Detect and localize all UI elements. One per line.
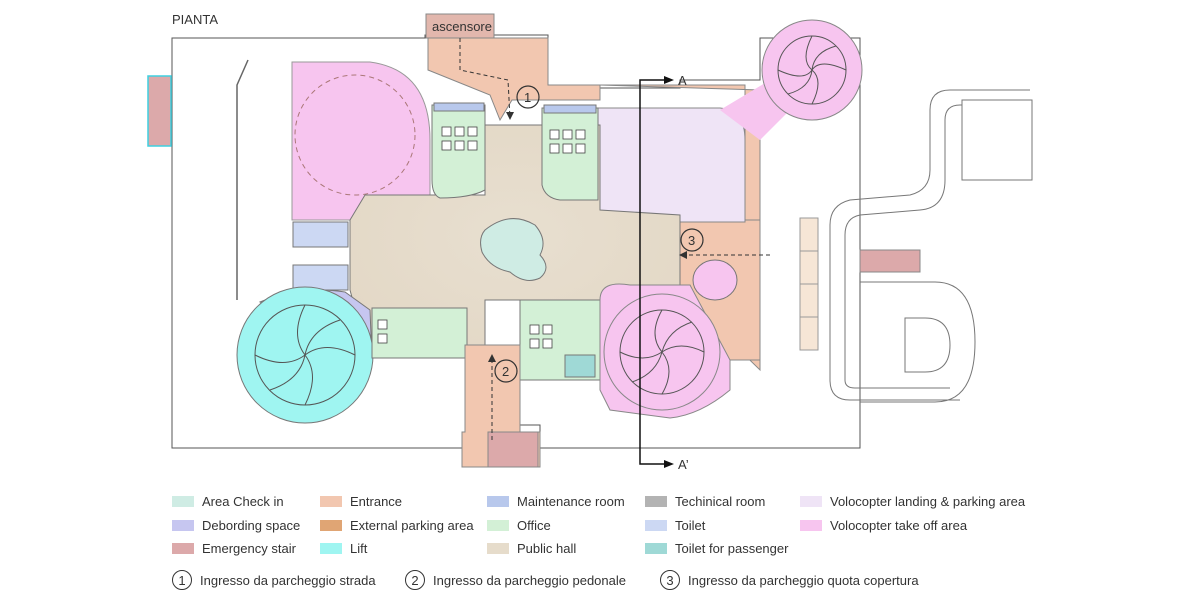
legend-label: Toilet for passenger — [675, 540, 789, 556]
legend-item: External parking area — [320, 517, 474, 533]
pool-island — [480, 218, 547, 281]
maintenance-room-top-left — [433, 102, 485, 112]
d-shape-parking — [860, 281, 976, 403]
legend-swatch — [320, 542, 342, 554]
legend-label: Techinical room — [675, 493, 766, 509]
office-bottom-left — [371, 307, 468, 359]
elevator-label: ascensore — [432, 19, 492, 34]
ingresso-item: 2 Ingresso da parcheggio pedonale — [405, 568, 626, 592]
office-top-right — [541, 107, 599, 201]
rotor-top-right — [777, 35, 847, 105]
ingresso-item: 3 Ingresso da parcheggio quota copertura — [660, 568, 919, 592]
legend-swatch — [487, 519, 509, 531]
legend-label: Volocopter landing & parking area — [830, 493, 1026, 509]
legend-label: Debording space — [202, 517, 301, 533]
ingresso-number: 3 — [660, 570, 680, 590]
legend-swatch — [645, 495, 667, 507]
office-top-left — [431, 104, 486, 199]
parking-stalls-right — [799, 217, 819, 351]
legend-label: Maintenance room — [517, 493, 625, 509]
parking-box-right — [961, 99, 1033, 181]
legend-label: Toilet — [675, 517, 706, 533]
ingresso-item: 1 Ingresso da parcheggio strada — [172, 568, 376, 592]
d-shape-inner — [904, 317, 951, 373]
entrance-corridor-top — [427, 37, 601, 122]
red-strip-right — [859, 249, 921, 273]
ingresso-label: Ingresso da parcheggio pedonale — [433, 572, 626, 588]
marker-3-text: 3 — [688, 233, 695, 248]
landing-parking-area — [597, 107, 746, 223]
section-arrow-bottom — [664, 460, 674, 468]
legend-item: Maintenance room — [487, 493, 625, 509]
marker-2-text: 2 — [502, 364, 509, 379]
takeoff-area-top-left — [291, 61, 431, 221]
section-label-top: A — [678, 73, 687, 88]
legend-item: Debording space — [172, 517, 300, 533]
road-right-inner — [844, 104, 1030, 389]
legend-item: Techinical room — [645, 493, 765, 509]
ingresso-number: 1 — [172, 570, 192, 590]
desks-bottom — [377, 319, 553, 349]
legend-swatch — [645, 519, 667, 531]
rotor-bottom-right — [619, 309, 705, 395]
legend-item: Public hall — [487, 540, 576, 556]
toilet-passenger-bottom — [564, 354, 596, 378]
legend-item: Lift — [320, 540, 367, 556]
legend-label: External parking area — [350, 517, 474, 533]
toilet-left-top — [292, 221, 349, 248]
route-arrowhead-1 — [506, 112, 514, 120]
legend-item: Office — [487, 517, 551, 533]
legend-item: Area Check in — [172, 493, 284, 509]
legend-item: Volocopter landing & parking area — [800, 493, 1025, 509]
section-label-bottom: A’ — [678, 457, 689, 472]
section-line — [639, 79, 670, 465]
legend-item: Volocopter take off area — [800, 517, 967, 533]
legend-swatch — [800, 519, 822, 531]
ingresso-label: Ingresso da parcheggio quota copertura — [688, 572, 919, 588]
road-right — [829, 89, 1030, 401]
legend-swatch — [172, 495, 194, 507]
plan-title: PIANTA — [172, 12, 218, 27]
legend-label: Area Check in — [202, 493, 284, 509]
legend-label: Lift — [350, 540, 368, 556]
marker-3-circle — [680, 228, 704, 252]
desks-top-right — [549, 129, 586, 154]
legend-item: Emergency stair — [172, 540, 296, 556]
floor-plan: ascensore 1 — [147, 12, 1033, 472]
legend-item: Toilet for passenger — [645, 540, 788, 556]
legend-label: Entrance — [350, 493, 403, 509]
legend-swatch — [487, 542, 509, 554]
oval-feature — [692, 259, 738, 301]
legend-item: Entrance — [320, 493, 402, 509]
marker-1-circle — [516, 85, 540, 109]
rotor-bottom-left — [254, 304, 356, 406]
route-arrowhead-3 — [679, 251, 687, 259]
legend-swatch — [645, 542, 667, 554]
desks-top-left — [441, 126, 478, 151]
legend-swatch — [487, 495, 509, 507]
legend-swatch — [172, 542, 194, 554]
legend-swatch — [172, 519, 194, 531]
emergency-stair-bottom — [487, 431, 539, 468]
route-arrowhead-2 — [488, 354, 496, 362]
emergency-stair-left — [147, 75, 172, 147]
marker-2-circle — [494, 359, 518, 383]
legend-swatch — [800, 495, 822, 507]
toilet-left-bottom — [292, 264, 349, 291]
marker-1-text: 1 — [524, 90, 531, 105]
outer-wall — [236, 59, 249, 300]
route-arrow-1 — [459, 38, 511, 119]
section-arrow-top — [664, 76, 674, 84]
ingresso-number: 2 — [405, 570, 425, 590]
legend-label: Volocopter take off area — [830, 517, 968, 533]
maintenance-room-top-right — [543, 104, 597, 114]
legend-label: Office — [517, 517, 551, 533]
legend-label: Emergency stair — [202, 540, 296, 556]
ingresso-label: Ingresso da parcheggio strada — [200, 572, 376, 588]
legend-item: Toilet — [645, 517, 705, 533]
legend-swatch — [320, 495, 342, 507]
legend-label: Public hall — [517, 540, 577, 556]
legend-swatch — [320, 519, 342, 531]
takeoff-circle-dashed — [294, 74, 416, 196]
